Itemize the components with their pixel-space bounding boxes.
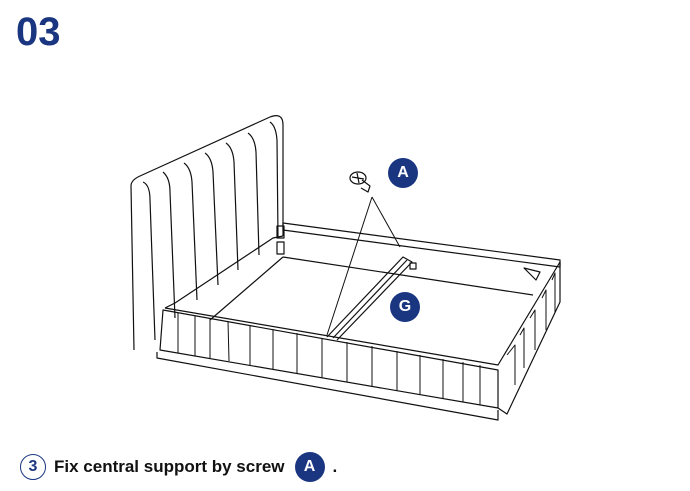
- bracket: [276, 225, 285, 239]
- part-label-g: G: [390, 292, 420, 322]
- front-rail-grooves: [177, 272, 556, 405]
- back-rail: [282, 222, 561, 268]
- left-rail: [164, 235, 284, 309]
- instruction-text: Fix central support by screw: [54, 457, 285, 476]
- step-number: 03: [16, 10, 61, 54]
- instruction-number: 3: [20, 454, 46, 480]
- screw-icon: [349, 171, 371, 193]
- central-support: [326, 256, 417, 341]
- headboard: [130, 115, 284, 351]
- front-rail: [156, 261, 561, 421]
- instruction-end: .: [332, 457, 338, 476]
- corner-bracket: [523, 267, 541, 281]
- instruction-part-badge: A: [294, 452, 325, 482]
- pointer-lines: [326, 196, 401, 336]
- part-label-a: A: [388, 158, 418, 188]
- instruction: 3 Fix central support by screw A .: [20, 452, 337, 482]
